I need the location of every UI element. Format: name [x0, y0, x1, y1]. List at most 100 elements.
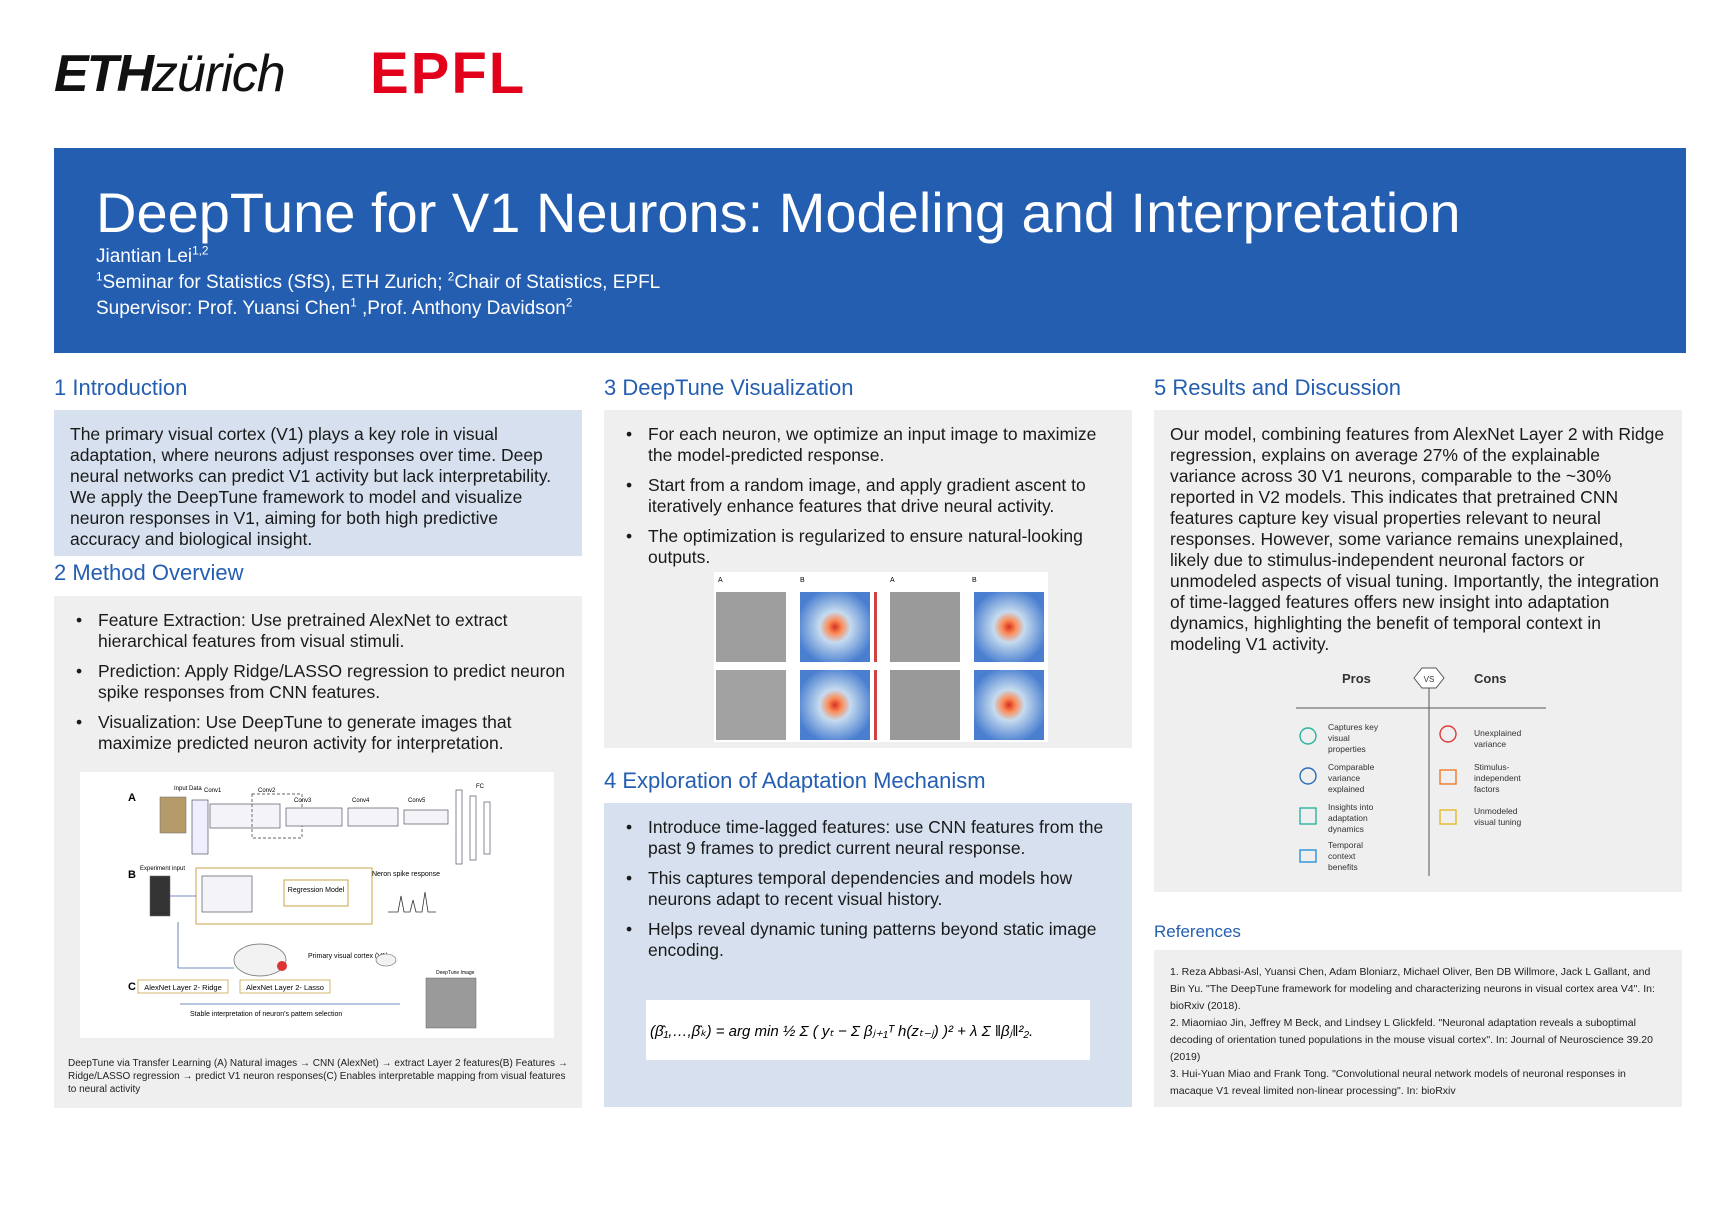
list-item: Introduce time-lagged features: use CNN … [626, 817, 1116, 859]
heatmap-image [800, 592, 870, 662]
affiliation-line: 1Seminar for Statistics (SfS), ETH Zuric… [96, 270, 661, 293]
method-diagram: A B C Input Data Conv1 Conv2 Conv3 Conv4… [80, 772, 554, 1038]
cortex-label: Primary visual cortex (V1) [308, 953, 388, 960]
list-item: Feature Extraction: Use pretrained AlexN… [76, 610, 566, 652]
regression-model-box [283, 879, 349, 907]
fc-label: FC [476, 784, 485, 790]
brain-icon [1299, 727, 1317, 745]
list-item: The optimization is regularized to ensur… [626, 526, 1116, 568]
fc-block-2 [469, 795, 477, 861]
reference-item: 2. Miaomiao Jin, Jeffrey M Beck, and Lin… [1170, 1017, 1653, 1063]
epfl-logo: EPFL [370, 41, 527, 106]
vs-label: VS [1424, 675, 1435, 684]
section-title-method: 2 Method Overview [54, 560, 244, 585]
panel-label: A [718, 577, 723, 584]
brain-drawing [233, 943, 287, 977]
list-item: For each neuron, we optimize an input im… [626, 424, 1116, 466]
deeptune-image [716, 670, 786, 740]
stable-label: Stable interpretation of neuron's patter… [190, 1011, 342, 1018]
section-title-introduction: 1 Introduction [54, 375, 188, 400]
tuning-icon [1439, 809, 1457, 825]
conv4-block [347, 807, 399, 827]
section-title-adaptation: 4 Exploration of Adaptation Mechanism [604, 768, 986, 793]
references-box: 1. Reza Abbasi-Asl, Yuansi Chen, Adam Bl… [1154, 950, 1682, 1107]
panel-label: B [800, 577, 805, 584]
conv5-label: Conv5 [408, 798, 426, 804]
visualization-bullets: For each neuron, we optimize an input im… [624, 424, 1116, 568]
list-item: Prediction: Apply Ridge/LASSO regression… [76, 661, 566, 703]
section-title-visualization: 3 DeepTune Visualization [604, 375, 854, 400]
panel-label: A [890, 577, 895, 584]
row-a-label: A [128, 792, 136, 804]
gauge-icon [1299, 767, 1317, 785]
conv1-label: Conv1 [204, 788, 222, 794]
mouse-drawing [375, 953, 397, 967]
poster-title: DeepTune for V1 Neurons: Modeling and In… [96, 181, 1461, 244]
deeptune-image [716, 592, 786, 662]
objective-equation: (β̂₁,…,β̂ₖ) = arg min ½ Σ ( yₜ − Σ βⱼ₊₁ᵀ… [646, 1000, 1090, 1060]
pros-label: Pros [1342, 671, 1371, 686]
experiment-image [149, 875, 171, 917]
results-text: Our model, combining features from AlexN… [1170, 424, 1665, 654]
author-line: Jiantian Lei1,2 [96, 244, 209, 267]
spike-trace [388, 891, 436, 913]
regression-model-label: Regression Model [288, 887, 345, 894]
conv1-block [191, 799, 209, 855]
section-title-results: 5 Results and Discussion [1154, 375, 1402, 400]
flow-icon [1299, 849, 1317, 863]
method-caption: DeepTune via Transfer Learning (A) Natur… [68, 1058, 568, 1095]
ai-icon [1299, 807, 1317, 825]
experiment-input-label: Experiment input [140, 866, 185, 872]
input-data-label: Input Data [174, 786, 202, 792]
neuron-spike-label: Neron spike response [372, 871, 440, 878]
reference-item: 1. Reza Abbasi-Asl, Yuansi Chen, Adam Bl… [1170, 966, 1655, 1012]
deeptune-image [890, 670, 960, 740]
results-box: Our model, combining features from AlexN… [1154, 410, 1682, 892]
conv2-label: Conv2 [258, 788, 276, 794]
reference-item: 3. Hui-Yuan Miao and Frank Tong. "Convol… [1170, 1068, 1626, 1097]
conv4-label: Conv4 [352, 798, 370, 804]
conv5-block [403, 809, 449, 825]
cons-label: Cons [1474, 671, 1507, 686]
row-b-label: B [128, 869, 136, 881]
deeptune-image [890, 592, 960, 662]
deeptune-image-label: DeepTune Image [436, 970, 475, 976]
list-item: Start from a random image, and apply gra… [626, 475, 1116, 517]
list-item: Helps reveal dynamic tuning patterns bey… [626, 919, 1116, 961]
conv3-label: Conv3 [294, 798, 312, 804]
fc-block-1 [455, 789, 463, 865]
lasso-box [239, 979, 331, 994]
introduction-text: The primary visual cortex (V1) plays a k… [70, 424, 552, 549]
ridge-box [137, 979, 229, 994]
cat-image [159, 796, 187, 834]
fc-block-3 [483, 801, 491, 855]
supervisor-line: Supervisor: Prof. Yuansi Chen1 ,Prof. An… [96, 296, 573, 319]
panel-label: B [972, 577, 977, 584]
heatmap-image [974, 670, 1044, 740]
deeptune-image [425, 977, 477, 1029]
conv3-block [285, 807, 343, 827]
conv2-block [209, 803, 281, 829]
heatmap-image [974, 592, 1044, 662]
method-bullets: Feature Extraction: Use pretrained AlexN… [74, 610, 566, 754]
vs-badge [1413, 667, 1445, 689]
ridge-label: AlexNet Layer 2- Ridge [144, 983, 222, 992]
lasso-label: AlexNet Layer 2- Lasso [246, 983, 324, 992]
row-c-label: C [128, 981, 136, 993]
list-item: This captures temporal dependencies and … [626, 868, 1116, 910]
colorbar [874, 670, 877, 740]
eth-zurich-logo: ETHzürich [54, 45, 286, 103]
title-banner: DeepTune for V1 Neurons: Modeling and In… [54, 148, 1686, 353]
signal-icon [1439, 769, 1457, 785]
list-item: Visualization: Use DeepTune to generate … [76, 712, 566, 754]
section-title-references: References [1154, 922, 1241, 941]
feature-block [201, 875, 253, 913]
adaptation-box: Introduce time-lagged features: use CNN … [604, 803, 1132, 1107]
